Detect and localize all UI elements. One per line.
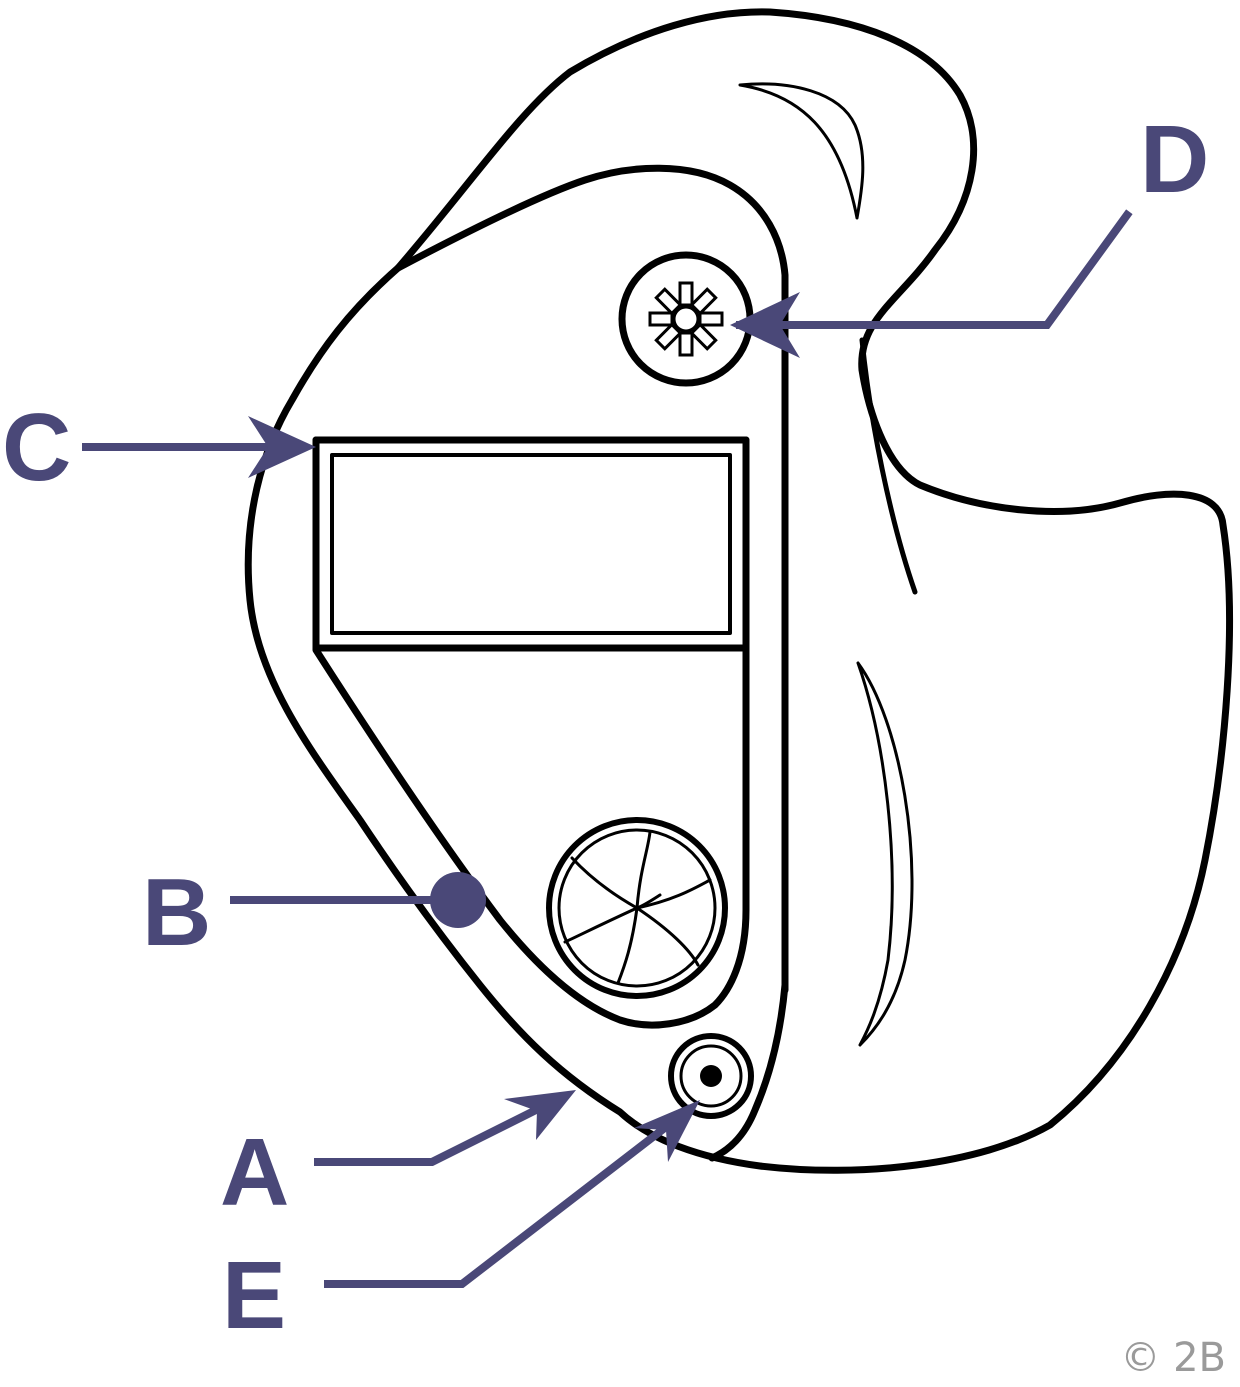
callout-label-b: B [142, 859, 211, 966]
callout-label-a: A [220, 1119, 289, 1226]
callout-label-c: C [2, 394, 71, 501]
vent-dot [700, 1065, 722, 1087]
lower-crease [858, 663, 912, 1045]
callout-a-line [318, 1098, 560, 1162]
callout-b-marker [430, 872, 486, 928]
outer-shell-outline [248, 12, 1229, 1170]
program-button-inner [332, 455, 730, 633]
callout-label-d: D [1140, 106, 1209, 213]
battery-door-outline [316, 440, 746, 1025]
callout-a-arrowhead [504, 1090, 576, 1140]
faceplate-ridge [398, 168, 785, 990]
callout-e-line [328, 1110, 688, 1284]
microphone-grille [650, 283, 722, 355]
callout-label-e: E [222, 1242, 286, 1349]
helix-crease [740, 84, 863, 218]
canal-curve [862, 340, 915, 592]
volume-wheel-spokes [565, 832, 710, 983]
copyright-notice: © 2B [1120, 1335, 1226, 1381]
microphone-center [674, 307, 698, 331]
program-button-outer [316, 440, 746, 648]
callout-d-line [740, 215, 1127, 325]
hearing-aid-shell [248, 12, 1229, 1170]
microphone-outer [622, 255, 750, 383]
